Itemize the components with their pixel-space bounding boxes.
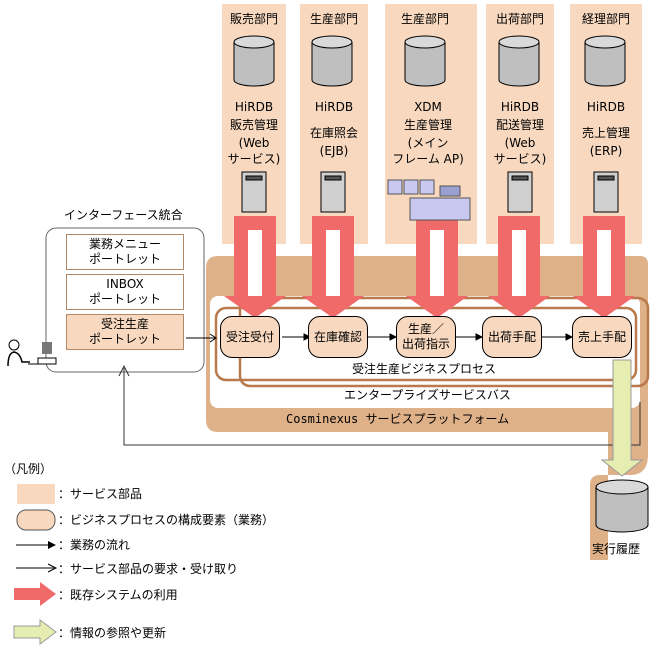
dept-2-system-1: 在庫照会 [309, 126, 358, 140]
legend-request: ：サービス部品の要求・受け取り [58, 562, 239, 576]
dept-5-db: HiRDB [586, 100, 626, 114]
dept-2-system-2: (EJB) [319, 144, 349, 158]
dept-4-title: 出荷部門 [495, 12, 544, 26]
dept-3-system-3: フレーム AP) [392, 152, 464, 166]
mainframe-icon [387, 179, 471, 221]
legend-green-arrow [13, 619, 57, 645]
dept-4-system-3: サービス) [493, 152, 547, 166]
portlet-order-production[interactable]: 受注生産ポートレット [66, 314, 184, 350]
dept-2-title: 生産部門 [309, 12, 358, 26]
legend-red-arrow [14, 582, 56, 606]
interface-title: インターフェース統合 [64, 208, 183, 222]
dept-5-system-2: (ERP) [589, 144, 623, 158]
user-icon [7, 339, 57, 367]
dept-3-title: 生産部門 [400, 12, 449, 26]
server-icons [241, 171, 619, 213]
dept-1-db: HiRDB [234, 100, 274, 114]
legend-service: ：サービス部品 [58, 487, 143, 501]
legend-title: （凡例） [4, 462, 53, 476]
legend-flow: ：業務の流れ [58, 538, 131, 552]
red-arrows [224, 216, 635, 318]
step-sales-arrangement: 売上手配 [572, 316, 632, 358]
dept-db-icons [233, 35, 626, 87]
history-db-icon [595, 479, 649, 533]
dept-1-system-2: (Web [238, 136, 270, 150]
dept-1-title: 販売部門 [229, 12, 278, 26]
dept-4-system-1: 配送管理 [495, 118, 544, 132]
legend-reference: ：情報の参照や更新 [58, 626, 167, 640]
dept-3-db: XDM [414, 100, 442, 114]
step-production-shipping: 生産／出荷指示 [396, 316, 456, 358]
step-shipping-arrangement: 出荷手配 [482, 316, 542, 358]
dept-1-system-3: サービス) [227, 152, 281, 166]
green-arrow [600, 359, 644, 477]
dept-4-db: HiRDB [500, 100, 540, 114]
process-label: 受注生産ビジネスプロセス [352, 362, 497, 376]
dept-3-system-2: (メイン [407, 136, 449, 150]
portlet-menu[interactable]: 業務メニューポートレット [66, 234, 184, 270]
dept-5-title: 経理部門 [581, 12, 630, 26]
dept-5-system-1: 売上管理 [581, 126, 630, 140]
legend-process-swatch [16, 509, 56, 531]
history-label: 実行履歴 [592, 542, 641, 556]
dept-4-system-2: (Web [504, 136, 536, 150]
dept-1-system-1: 販売管理 [229, 118, 278, 132]
esb-label: エンタープライズサービスバス [344, 388, 511, 402]
dept-2-db: HiRDB [314, 100, 354, 114]
platform-label: Cosminexus サービスプラットフォーム [286, 412, 510, 426]
step-stock-check: 在庫確認 [308, 316, 368, 358]
legend-existing: ：既存システムの利用 [58, 588, 178, 602]
legend-service-swatch [17, 484, 55, 504]
step-order-receipt: 受注受付 [220, 316, 280, 358]
dept-3-system-1: 生産管理 [403, 118, 452, 132]
legend-process: ：ビジネスプロセスの構成要素（業務） [58, 513, 275, 527]
